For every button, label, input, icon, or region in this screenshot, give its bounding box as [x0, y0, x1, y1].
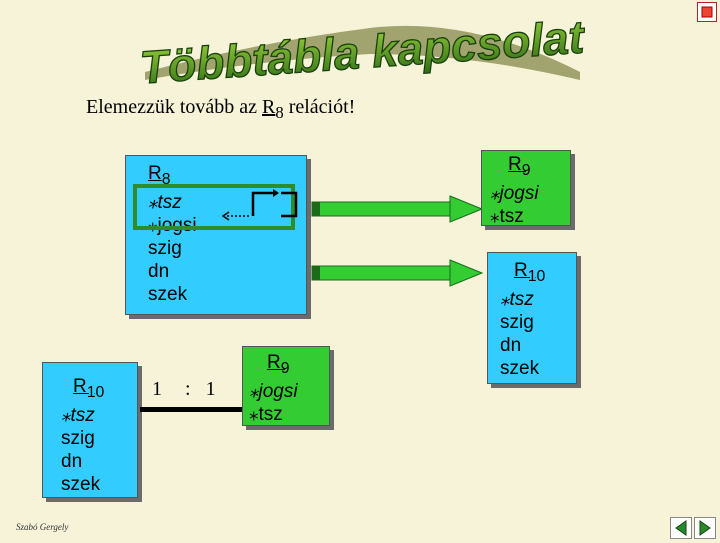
cardinality-left: 1 [152, 378, 162, 400]
field: szig [148, 237, 182, 259]
decomposition-arrows [311, 195, 484, 287]
relationship-line [140, 407, 244, 412]
field: szig [500, 311, 534, 333]
next-slide-button[interactable] [694, 517, 716, 539]
relation-card-r9: R9 ⁎jogsi ⁎tsz [481, 150, 571, 227]
relation-name: R10 [73, 376, 105, 401]
relation-card-r10: R10 ⁎tsz szig dn szek [487, 252, 577, 384]
title-text: Többtábla kapcsolat [140, 14, 585, 84]
key-field: ⁎jogsi [490, 182, 539, 204]
field: ⁎tsz [249, 403, 283, 425]
relation-name: R10 [514, 260, 546, 285]
subtitle: Elemezzük tovább az R8 relációt! [86, 96, 355, 123]
field: ⁎tsz [490, 205, 524, 227]
cardinality-separator: : [185, 378, 191, 400]
highlight-box [133, 184, 295, 230]
close-icon [701, 6, 713, 18]
relation-name: R9 [267, 352, 290, 377]
footer-author: Szabó Gergely [16, 522, 69, 532]
arrow-left-icon [675, 520, 687, 536]
field: szek [61, 473, 101, 495]
field: szek [500, 357, 540, 379]
cardinality-right: 1 [205, 378, 216, 400]
field: ⁎jogsi [148, 214, 197, 236]
field: szek [148, 283, 188, 305]
prev-slide-button[interactable] [670, 517, 692, 539]
close-button[interactable] [697, 2, 717, 22]
relation-card-r9-bottom: R9 ⁎jogsi ⁎tsz [242, 346, 330, 426]
title-wordart: Többtábla kapcsolat [140, 14, 585, 84]
key-field: ⁎jogsi [249, 380, 298, 402]
dependency-arrows [221, 189, 298, 221]
subtitle-suffix: relációt! [283, 96, 356, 118]
relation-name: R9 [508, 154, 531, 179]
field: dn [61, 450, 83, 472]
subtitle-relation: R [262, 96, 276, 118]
subtitle-text: Elemezzük tovább az [86, 96, 263, 118]
key-field: ⁎tsz [500, 288, 534, 310]
key-field: ⁎tsz [148, 191, 182, 213]
arrow-right-icon [699, 520, 711, 536]
relationship-cardinality: 1 : 1 [152, 378, 216, 401]
field: szig [61, 427, 95, 449]
subtitle-relation-sub: 8 [275, 103, 284, 122]
relation-name: R8 [148, 163, 171, 188]
relation-card-r10-bottom: R10 ⁎tsz szig dn szek [42, 362, 138, 498]
relation-card-r8: R8 ⁎tsz ⁎jogsi szig dn szek [125, 155, 307, 315]
field: dn [148, 260, 170, 282]
field: dn [500, 334, 522, 356]
key-field: ⁎tsz [61, 404, 95, 426]
